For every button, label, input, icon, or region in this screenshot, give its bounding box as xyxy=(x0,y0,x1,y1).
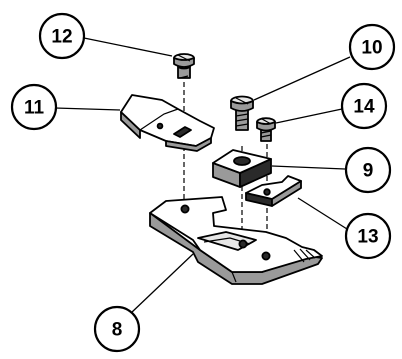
callout-14: 14 xyxy=(340,82,388,130)
part-9-block xyxy=(212,149,272,188)
part-14-screw xyxy=(256,117,276,142)
callout-12: 12 xyxy=(38,12,86,60)
callout-8-label: 8 xyxy=(112,320,123,341)
part-10-screw xyxy=(230,95,254,131)
callout-9: 9 xyxy=(344,146,392,194)
callout-13: 13 xyxy=(344,212,392,260)
callout-13-label: 13 xyxy=(357,227,378,248)
part-13-bracket xyxy=(245,175,302,207)
callout-11: 11 xyxy=(10,83,58,131)
callout-10: 10 xyxy=(348,23,396,71)
callout-12-label: 12 xyxy=(51,27,72,48)
part-12-screw xyxy=(173,53,195,79)
callout-9-label: 9 xyxy=(363,161,374,182)
callout-10-label: 10 xyxy=(361,38,382,59)
callout-11-label: 11 xyxy=(24,98,45,119)
callout-8: 8 xyxy=(93,305,141,353)
part-11-plate xyxy=(120,94,215,152)
part-8-presser-foot xyxy=(149,196,323,285)
callout-14-label: 14 xyxy=(353,97,375,118)
leader-lines xyxy=(54,37,351,314)
